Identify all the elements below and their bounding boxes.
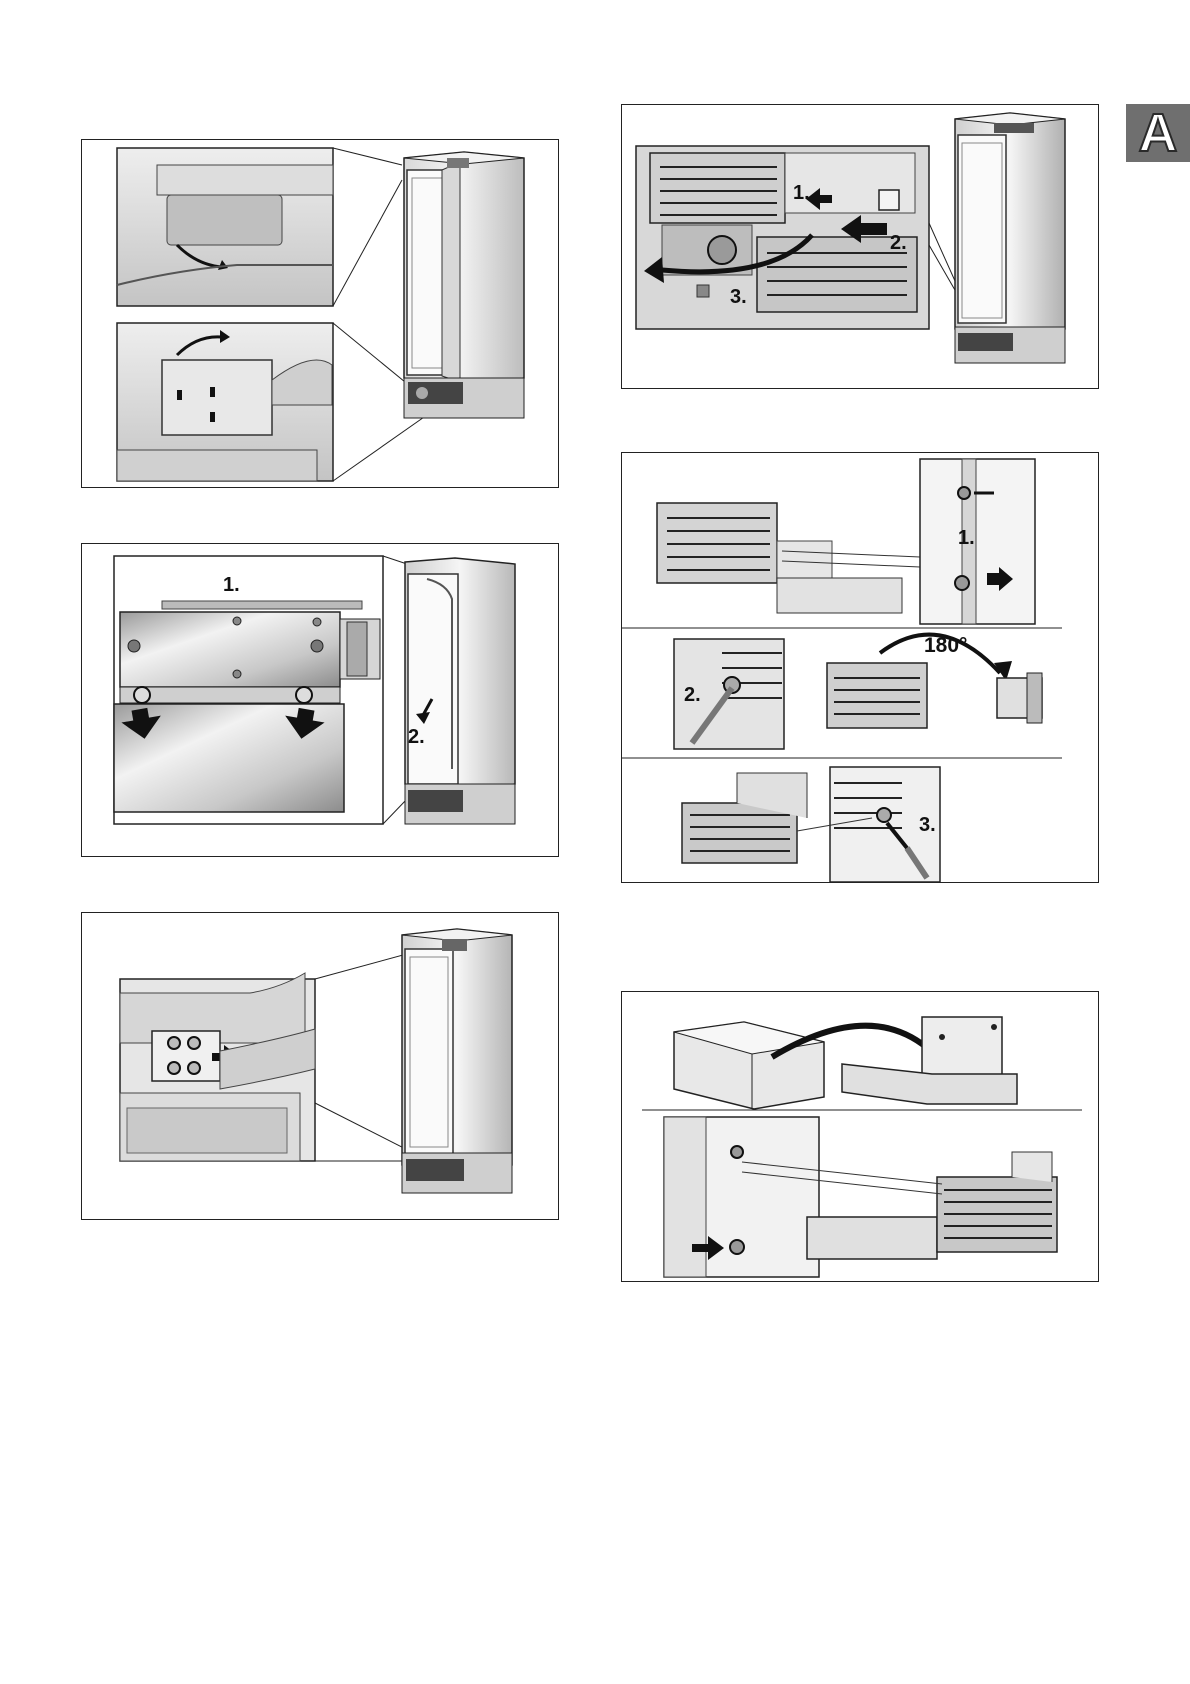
figure-5-grille-rotation: 1. 2. 3. 180° xyxy=(621,452,1099,883)
figure-4-step-1-label: 1. xyxy=(793,183,810,203)
figure-4-step-3-label: 3. xyxy=(730,287,747,307)
figure-2-step-1-label: 1. xyxy=(223,575,240,595)
figure-5-step-3-label: 3. xyxy=(919,815,936,835)
section-tab: A xyxy=(1126,104,1190,162)
figure-1-top-hinge-cover xyxy=(81,139,559,488)
figure-4-illustration xyxy=(622,105,1098,388)
figure-5-angle-label: 180° xyxy=(924,635,967,656)
figure-4-step-2-label: 2. xyxy=(890,233,907,253)
section-tab-letter: A xyxy=(1139,106,1178,160)
figure-5-illustration xyxy=(622,453,1098,882)
figure-2-illustration xyxy=(82,544,558,856)
figure-3-lower-hinge xyxy=(81,912,559,1220)
figure-2-step-2-label: 2. xyxy=(408,727,425,747)
figure-4-base-grille-removal: 1. 2. 3. xyxy=(621,104,1099,389)
figure-6-new-base-grille xyxy=(621,991,1099,1282)
figure-2-hinge-plate: 1. 2. xyxy=(81,543,559,857)
figure-6-illustration xyxy=(622,992,1098,1281)
figure-5-step-1-label: 1. xyxy=(958,528,975,548)
figure-1-illustration xyxy=(82,140,558,487)
figure-5-step-2-label: 2. xyxy=(684,685,701,705)
figure-3-illustration xyxy=(82,913,558,1219)
